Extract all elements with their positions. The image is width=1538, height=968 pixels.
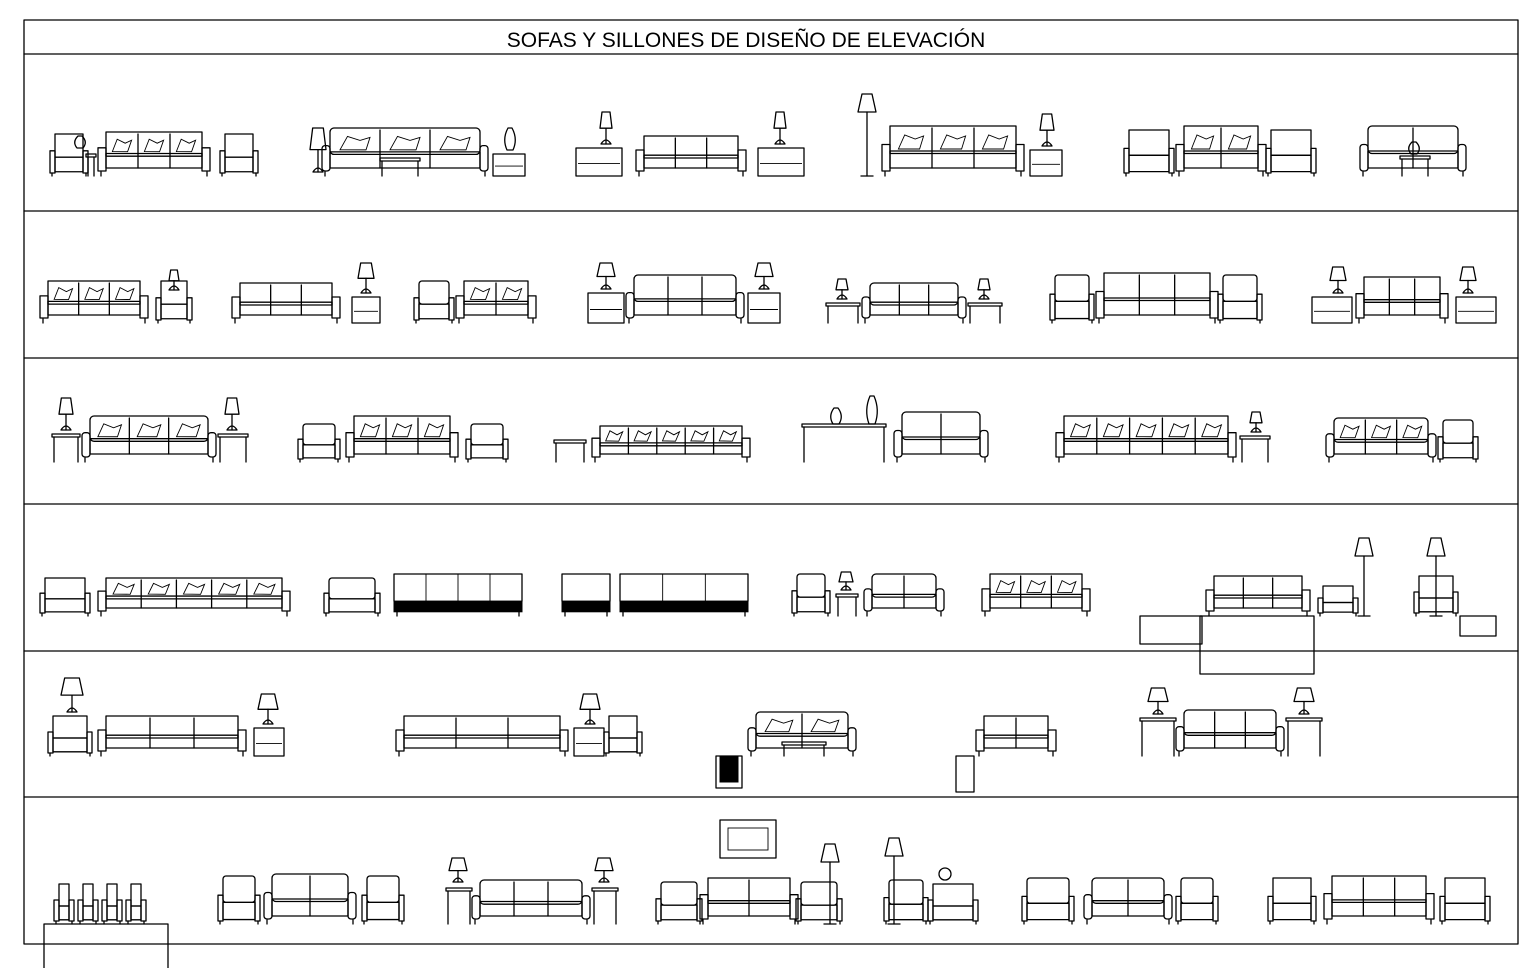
- furniture-set-20: [39, 577, 291, 617]
- row-4: [39, 537, 1497, 675]
- furniture-set-8: [231, 262, 381, 324]
- furniture-set-10: [587, 262, 781, 324]
- furniture-set-32: [43, 883, 169, 968]
- row-5: [47, 677, 1323, 793]
- furniture-set-5: [1123, 125, 1317, 177]
- furniture-set-23: [791, 571, 945, 617]
- furniture-set-34: [445, 857, 619, 925]
- row-2: [39, 262, 1497, 324]
- furniture-set-31: [1139, 687, 1323, 757]
- furniture-set-2: [309, 127, 526, 177]
- furniture-set-29: [715, 711, 857, 789]
- furniture-set-7: [39, 269, 193, 324]
- furniture-set-12: [1049, 272, 1263, 324]
- furniture-set-38: [1267, 875, 1491, 925]
- furniture-set-9: [413, 280, 537, 324]
- row-6: [43, 819, 1491, 968]
- furniture-set-28: [395, 693, 643, 757]
- furniture-set-33: [217, 873, 405, 925]
- furniture-set-4: [857, 93, 1063, 177]
- furniture-set-14: [51, 397, 249, 463]
- furniture-set-26: [1413, 537, 1497, 637]
- row-1: [49, 93, 1467, 177]
- furniture-set-21: [323, 573, 523, 617]
- drawing-frame: [23, 19, 1519, 945]
- sheet-title: SOFAS Y SILLONES DE DISEÑO DE ELEVACIÓN: [507, 28, 986, 52]
- furniture-set-36: [883, 837, 979, 925]
- furniture-set-24: [981, 573, 1091, 617]
- furniture-rows: [39, 93, 1497, 968]
- furniture-set-35: [655, 819, 843, 925]
- furniture-set-25: [1139, 537, 1374, 675]
- furniture-set-22: [561, 573, 749, 617]
- furniture-set-6: [1359, 125, 1467, 177]
- furniture-set-15: [297, 415, 509, 463]
- furniture-set-16: [553, 425, 751, 463]
- row-3: [51, 395, 1479, 463]
- furniture-set-37: [1021, 877, 1219, 925]
- furniture-set-13: [1311, 266, 1497, 324]
- furniture-set-11: [825, 278, 1003, 324]
- furniture-set-27: [47, 677, 285, 757]
- furniture-set-1: [49, 131, 259, 177]
- furniture-set-18: [1055, 411, 1271, 463]
- furniture-set-17: [801, 395, 989, 463]
- furniture-set-3: [575, 111, 805, 177]
- furniture-set-19: [1325, 417, 1479, 463]
- furniture-set-30: [955, 715, 1057, 793]
